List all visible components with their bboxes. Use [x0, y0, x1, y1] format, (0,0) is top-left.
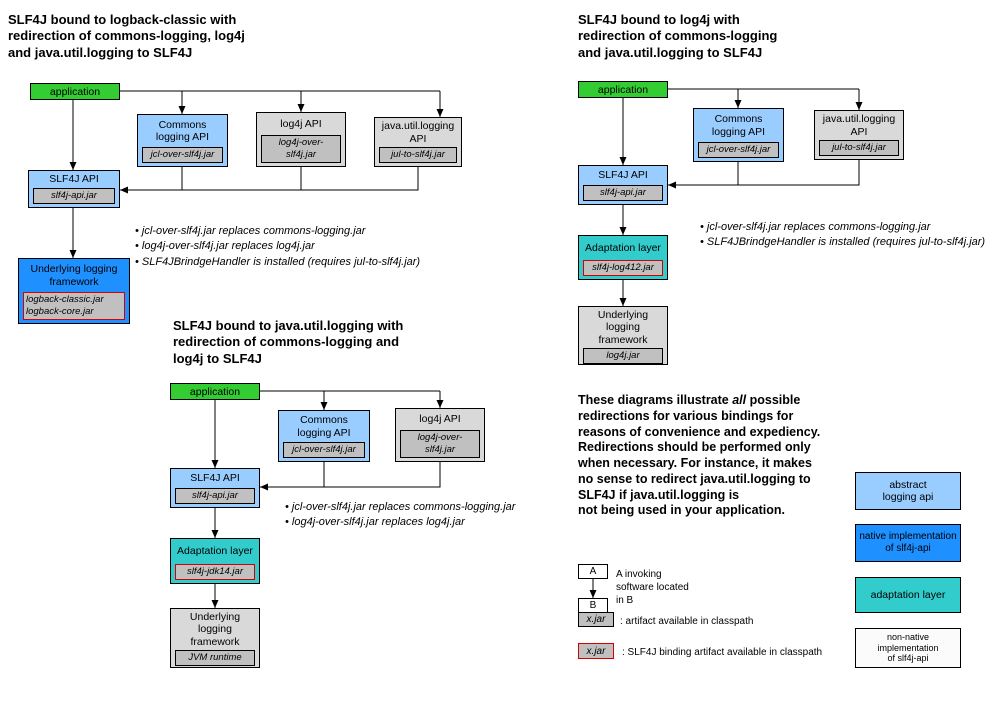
- diagram1-commons-logging-api-label: Commons logging API: [155, 118, 210, 144]
- legend-binding-jar-tag: x.jar: [578, 643, 614, 659]
- legend-box-a-label: A: [589, 565, 597, 577]
- diagram1-log4j-api-label: log4j API: [280, 117, 322, 130]
- diagram1-application-label: application: [49, 86, 101, 98]
- diagram2-application-box: application: [578, 81, 668, 98]
- diagram3-log4j-api-box: log4j API log4j-over-slf4j.jar: [395, 408, 485, 462]
- legend-artifact-jar-tag: x.jar: [578, 612, 614, 627]
- diagram2-jul-api-label: java.util.logging API: [822, 113, 896, 138]
- diagram3-slf4j-api-box: SLF4J API slf4j-api.jar: [170, 468, 260, 508]
- diagram3-log4j-api-label: log4j API: [419, 413, 461, 426]
- legend-binding-note: : SLF4J binding artifact available in cl…: [622, 647, 823, 658]
- arrow-d2-apis-to-slf4j: [668, 160, 860, 189]
- diagram3-jcl-over-slf4j-jar-label: jcl-over-slf4j.jar: [283, 442, 365, 458]
- diagram3-application-box: application: [170, 383, 260, 400]
- legend-invoking-note: A invoking software located in B: [616, 569, 689, 606]
- diagram2-log4j-jar-label: log4j.jar: [583, 348, 663, 364]
- legend-native-implementation-label: native implementation of slf4j-api: [859, 531, 957, 554]
- diagram1-logback-jars-label: logback-classic.jar logback-core.jar: [23, 292, 125, 320]
- explanation-part1: These diagrams illustrate: [578, 393, 733, 407]
- legend-abstract-logging-api-box: abstract logging api: [855, 472, 961, 510]
- diagram2-jul-to-slf4j-jar-label: jul-to-slf4j.jar: [819, 140, 899, 156]
- explanation-part2: possible redirections for various bindin…: [578, 393, 821, 518]
- diagram1-slf4j-api-box: SLF4J API slf4j-api.jar: [28, 170, 120, 208]
- diagram3-slf4j-api-label: SLF4J API: [190, 472, 240, 485]
- diagram2-notes: • jcl-over-slf4j.jar replaces commons-lo…: [700, 221, 986, 249]
- diagram1-slf4j-api-label: SLF4J API: [49, 173, 99, 186]
- diagram1-jul-to-slf4j-jar-label: jul-to-slf4j.jar: [379, 147, 457, 163]
- diagram3-notes: • jcl-over-slf4j.jar replaces commons-lo…: [285, 501, 516, 529]
- explanation-text: These diagrams illustrate all possible r…: [578, 393, 870, 519]
- arrow-d1-apis-to-slf4j: [120, 167, 419, 194]
- diagram3-commons-logging-api-label: Commons logging API: [297, 414, 351, 439]
- diagram3-underlying-framework-label: Underlying logging framework: [189, 611, 241, 648]
- diagram1-title: SLF4J bound to logback-classic with redi…: [8, 12, 245, 60]
- diagram1-log4j-over-slf4j-jar-label: log4j-over-slf4j.jar: [261, 135, 341, 163]
- diagram3-jvm-runtime-label: JVM runtime: [175, 650, 255, 666]
- diagram3-title: SLF4J bound to java.util.logging with re…: [173, 318, 404, 366]
- diagram3-underlying-framework-box: Underlying logging framework JVM runtime: [170, 608, 260, 668]
- explanation-emphasis: all: [732, 393, 747, 407]
- diagram3-adaptation-layer-box: Adaptation layer slf4j-jdk14.jar: [170, 538, 260, 584]
- diagram3-commons-logging-api-box: Commons logging API jcl-over-slf4j.jar: [278, 410, 370, 462]
- diagram2-adaptation-layer-label: Adaptation layer: [585, 241, 661, 254]
- legend-adaptation-layer-box: adaptation layer: [855, 577, 961, 613]
- diagram2-slf4j-api-label: SLF4J API: [598, 169, 648, 182]
- diagram2-title: SLF4J bound to log4j with redirection of…: [578, 12, 778, 60]
- diagram2-underlying-framework-label: Underlying logging framework: [597, 309, 649, 346]
- diagram1-jcl-over-slf4j-jar-label: jcl-over-slf4j.jar: [142, 147, 223, 163]
- diagram2-commons-logging-api-box: Commons logging API jcl-over-slf4j.jar: [693, 108, 784, 162]
- diagram1-log4j-api-box: log4j API log4j-over-slf4j.jar: [256, 112, 346, 167]
- diagram3-slf4j-api-jar-label: slf4j-api.jar: [175, 488, 255, 504]
- diagram2-adaptation-layer-box: Adaptation layer slf4j-log412.jar: [578, 235, 668, 280]
- diagram3-slf4j-jdk14-jar-label: slf4j-jdk14.jar: [175, 564, 255, 580]
- diagram2-slf4j-api-jar-label: slf4j-api.jar: [583, 185, 663, 201]
- diagram1-jul-api-box: java.util.logging API jul-to-slf4j.jar: [374, 117, 462, 167]
- diagram2-slf4j-log412-jar-label: slf4j-log412.jar: [583, 260, 663, 276]
- diagram2-underlying-framework-box: Underlying logging framework log4j.jar: [578, 306, 668, 365]
- diagram1-underlying-framework-box: Underlying logging framework logback-cla…: [18, 258, 130, 324]
- arrow-d3-apis-to-slf4j: [260, 462, 441, 491]
- diagram1-underlying-framework-label: Underlying logging framework: [30, 263, 118, 288]
- diagram2-slf4j-api-box: SLF4J API slf4j-api.jar: [578, 165, 668, 205]
- diagram2-jul-api-box: java.util.logging API jul-to-slf4j.jar: [814, 110, 904, 160]
- diagram3-adaptation-layer-label: Adaptation layer: [177, 545, 253, 558]
- legend-adaptation-layer-label: adaptation layer: [870, 588, 946, 601]
- diagram1-notes: • jcl-over-slf4j.jar replaces commons-lo…: [135, 225, 421, 268]
- diagram3-log4j-over-slf4j-jar-label: log4j-over-slf4j.jar: [400, 430, 480, 458]
- diagram3-application-label: application: [189, 386, 241, 398]
- legend-non-native-implementation-box: non-native implementation of slf4j-api: [855, 628, 961, 668]
- diagram1-application-box: application: [30, 83, 120, 100]
- legend-box-b-label: B: [589, 599, 597, 611]
- diagram1-slf4j-api-jar-label: slf4j-api.jar: [33, 188, 115, 204]
- diagram2-commons-logging-api-label: Commons logging API: [711, 113, 766, 138]
- diagram1-jul-api-label: java.util.logging API: [381, 120, 455, 145]
- legend-box-a: A: [578, 564, 608, 579]
- diagram2-application-label: application: [597, 84, 649, 96]
- legend-box-b: B: [578, 598, 608, 613]
- legend-non-native-implementation-label: non-native implementation of slf4j-api: [877, 632, 939, 664]
- legend-artifact-note: : artifact available in classpath: [620, 616, 754, 627]
- diagram2-jcl-over-slf4j-jar-label: jcl-over-slf4j.jar: [698, 142, 779, 158]
- legend-abstract-logging-api-label: abstract logging api: [882, 478, 934, 503]
- legend-native-implementation-box: native implementation of slf4j-api: [855, 524, 961, 562]
- diagram1-commons-logging-api-box: Commons logging API jcl-over-slf4j.jar: [137, 114, 228, 167]
